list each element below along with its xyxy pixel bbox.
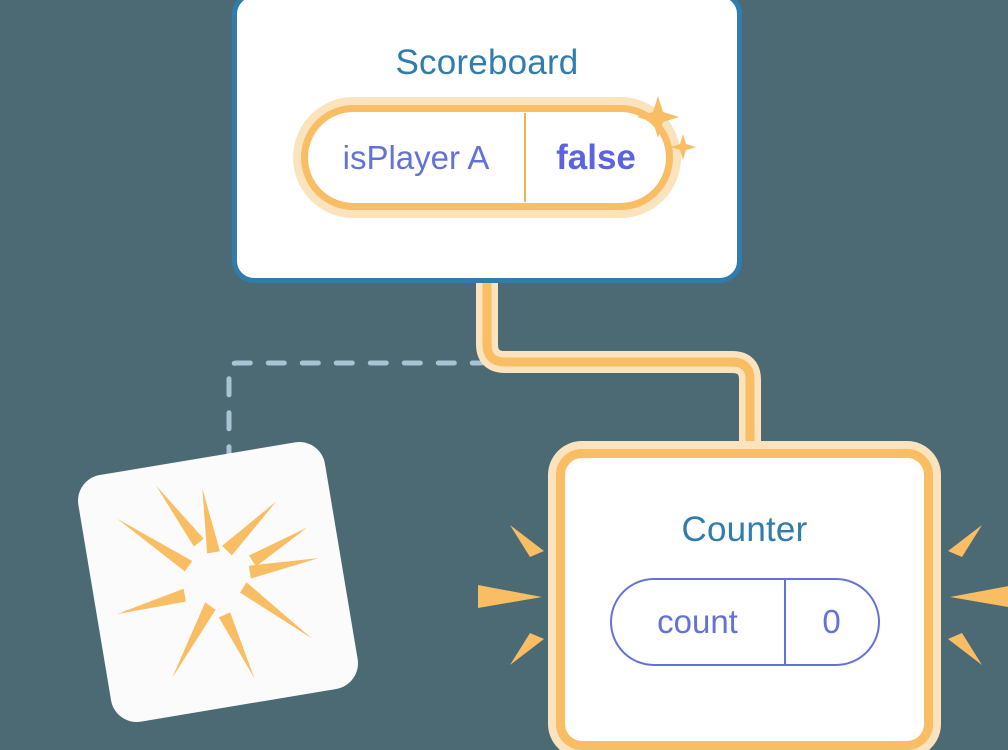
pill-divider (783, 580, 786, 664)
pill-divider (524, 113, 526, 202)
scoreboard-pill-wrapper: isPlayer A false (237, 96, 737, 210)
edge-scoreboard-to-counter-halo (476, 272, 761, 481)
scoreboard-state-pill[interactable]: isPlayer A false (301, 96, 696, 210)
counter-state-key: count (657, 603, 738, 640)
radial-burst-icon (116, 485, 319, 679)
sparkle-icon (637, 96, 696, 160)
node-counter[interactable]: Counter count 0 (556, 449, 933, 750)
scoreboard-title: Scoreboard (395, 43, 579, 82)
counter-title: Counter (681, 510, 808, 549)
counter-state-pill[interactable]: count 0 (609, 578, 880, 666)
burst-rays-left-icon (478, 525, 544, 665)
scoreboard-state-key: isPlayer A (342, 138, 490, 176)
node-scoreboard[interactable]: Scoreboard isPlayer A false (232, 0, 742, 283)
ghost-card[interactable] (74, 438, 362, 726)
edge-scoreboard-to-counter (482, 278, 755, 475)
scoreboard-state-value: false (556, 137, 636, 177)
burst-rays-right-icon (948, 525, 1008, 665)
edge-scoreboard-to-ghost (226, 288, 490, 473)
counter-state-value: 0 (822, 603, 841, 640)
